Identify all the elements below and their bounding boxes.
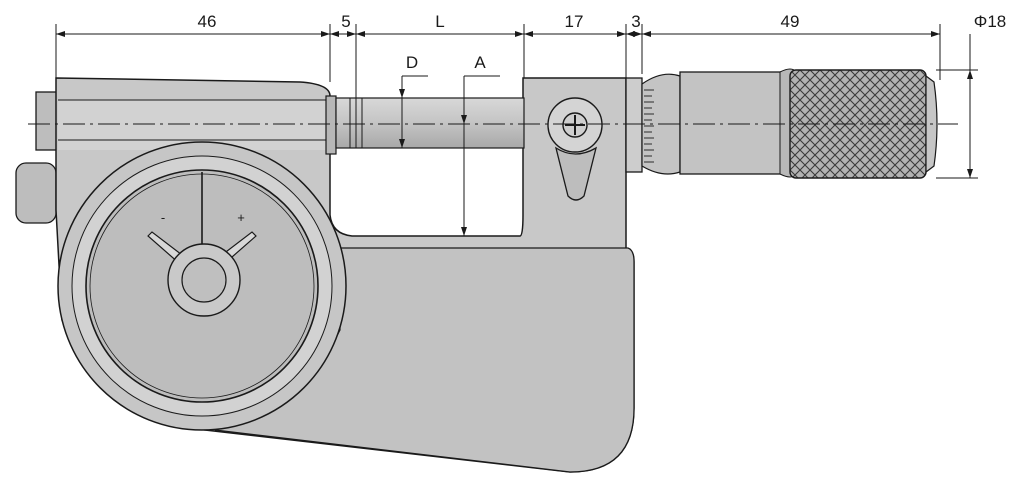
dimension-lines bbox=[55, 24, 978, 236]
dial-gauge: - + bbox=[57, 141, 347, 431]
label-D: D bbox=[406, 53, 418, 72]
dim-L: L bbox=[435, 12, 444, 31]
spindle-rod bbox=[335, 97, 525, 149]
thimble-body bbox=[679, 71, 791, 175]
dim-49: 49 bbox=[781, 12, 800, 31]
dial-minus-sign: - bbox=[161, 210, 165, 225]
dim-17: 17 bbox=[565, 12, 584, 31]
anvil-cap-top bbox=[35, 91, 59, 151]
sleeve bbox=[625, 68, 797, 178]
dim-5: 5 bbox=[341, 12, 350, 31]
dial-hub-inner bbox=[181, 257, 227, 303]
dim-46: 46 bbox=[198, 12, 217, 31]
dim-3: 3 bbox=[631, 12, 640, 31]
dimension-arrows bbox=[56, 31, 973, 236]
spindle bbox=[335, 97, 525, 149]
dial-plus-sign: + bbox=[237, 210, 245, 225]
dim-phi18: Φ18 bbox=[974, 12, 1006, 31]
label-A: A bbox=[474, 53, 486, 72]
sleeve-collar bbox=[625, 77, 643, 173]
anvil-block bbox=[325, 95, 337, 155]
anvil-cap-bottom bbox=[15, 162, 57, 224]
frame-top-band bbox=[58, 100, 328, 150]
sleeve-graduation-ticks bbox=[644, 89, 654, 163]
lock-clamp bbox=[547, 97, 603, 201]
lock-lever bbox=[554, 146, 597, 201]
